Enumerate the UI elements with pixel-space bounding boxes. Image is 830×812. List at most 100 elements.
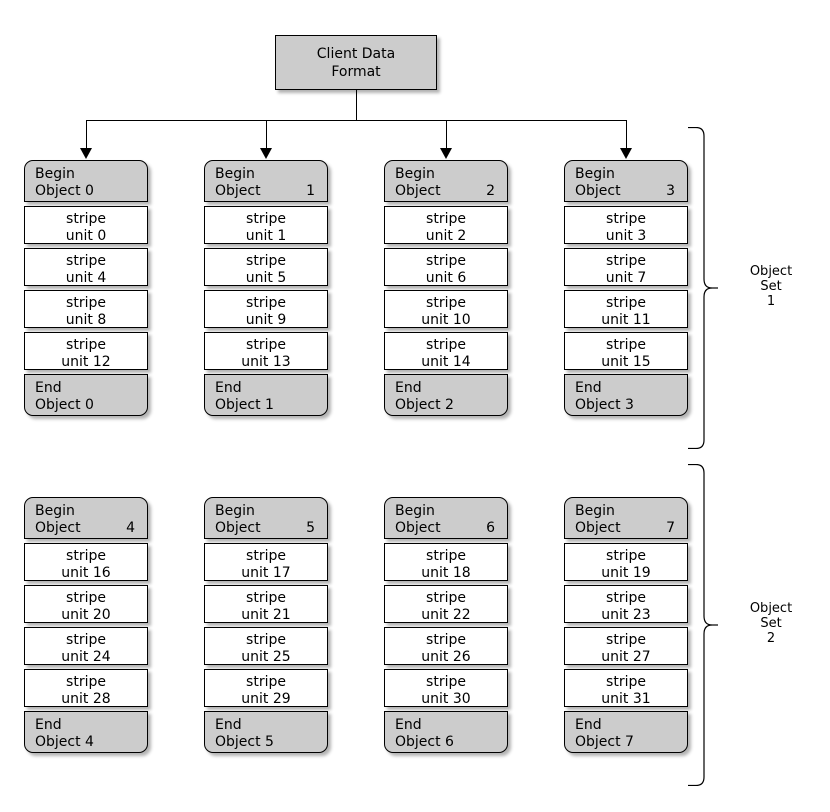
stripe-unit-box: stripe unit 21 bbox=[204, 585, 328, 623]
begin-object-line2: Object 7 bbox=[575, 520, 679, 537]
begin-object-word: Object bbox=[215, 183, 261, 199]
stripe-unit-box: stripe unit 20 bbox=[24, 585, 148, 623]
begin-object-line1: Begin bbox=[395, 503, 435, 519]
connector-drop-3 bbox=[626, 120, 627, 149]
begin-object-line2: Object 5 bbox=[215, 520, 319, 537]
stripe-unit-box: stripe unit 29 bbox=[204, 669, 328, 707]
begin-object-line2: Object 3 bbox=[575, 183, 679, 200]
stripe-unit-box: stripe unit 4 bbox=[24, 248, 148, 286]
begin-object-line1: Begin bbox=[215, 503, 255, 519]
begin-object-line1: Begin bbox=[395, 166, 435, 182]
end-object-line2: Object 5 bbox=[215, 734, 274, 750]
connector-drop-1 bbox=[266, 120, 267, 149]
connector-arrow-0 bbox=[80, 148, 92, 159]
begin-object-line1: Begin bbox=[575, 166, 615, 182]
begin-object-line1: Begin bbox=[575, 503, 615, 519]
begin-object-word: Object bbox=[575, 183, 621, 199]
stripe-unit-box: stripe unit 7 bbox=[564, 248, 688, 286]
end-object-line2: Object 6 bbox=[395, 734, 454, 750]
stripe-unit-box: stripe unit 3 bbox=[564, 206, 688, 244]
begin-object-index: 3 bbox=[666, 183, 675, 199]
stripe-unit-box: stripe unit 28 bbox=[24, 669, 148, 707]
begin-object-index: 1 bbox=[306, 183, 315, 199]
end-object-line2: Object 0 bbox=[35, 397, 94, 413]
stripe-unit-box: stripe unit 25 bbox=[204, 627, 328, 665]
stripe-unit-box: stripe unit 14 bbox=[384, 332, 508, 370]
end-object-line1: End bbox=[35, 717, 62, 733]
end-object-line1: End bbox=[215, 380, 242, 396]
object-set-brace bbox=[686, 464, 718, 786]
stripe-unit-box: stripe unit 22 bbox=[384, 585, 508, 623]
connector-stem bbox=[356, 90, 357, 120]
connector-arrow-3 bbox=[620, 148, 632, 159]
connector-arrow-2 bbox=[440, 148, 452, 159]
connector-drop-2 bbox=[446, 120, 447, 149]
stripe-unit-box: stripe unit 2 bbox=[384, 206, 508, 244]
begin-object-line2: Object 4 bbox=[35, 520, 139, 537]
stripe-unit-box: stripe unit 23 bbox=[564, 585, 688, 623]
stripe-unit-box: stripe unit 19 bbox=[564, 543, 688, 581]
stripe-unit-box: stripe unit 27 bbox=[564, 627, 688, 665]
begin-object-word: Object bbox=[35, 520, 81, 536]
end-object-line1: End bbox=[215, 717, 242, 733]
object-set-label: Object Set 2 bbox=[749, 601, 793, 646]
begin-object-index: 6 bbox=[486, 520, 495, 536]
end-object-line2: Object 1 bbox=[215, 397, 274, 413]
stripe-unit-box: stripe unit 24 bbox=[24, 627, 148, 665]
connector-bus bbox=[86, 120, 626, 121]
stripe-unit-box: stripe unit 26 bbox=[384, 627, 508, 665]
end-object-line1: End bbox=[575, 380, 602, 396]
begin-object-line1: Begin bbox=[35, 166, 75, 182]
begin-object-index: 7 bbox=[666, 520, 675, 536]
stripe-unit-box: stripe unit 13 bbox=[204, 332, 328, 370]
connector-drop-0 bbox=[86, 120, 87, 149]
stripe-unit-box: stripe unit 1 bbox=[204, 206, 328, 244]
begin-object-line1: Begin bbox=[215, 166, 255, 182]
end-object-line2: Object 3 bbox=[575, 397, 634, 413]
stripe-unit-box: stripe unit 17 bbox=[204, 543, 328, 581]
end-object-line2: Object 4 bbox=[35, 734, 94, 750]
begin-object-line2: Object 1 bbox=[215, 183, 319, 200]
begin-object-word: Object bbox=[575, 520, 621, 536]
begin-object-line2: Object 6 bbox=[395, 520, 499, 537]
begin-object-index: 4 bbox=[126, 520, 135, 536]
begin-object-word: Object bbox=[395, 183, 441, 199]
stripe-unit-box: stripe unit 11 bbox=[564, 290, 688, 328]
begin-object-index: 5 bbox=[306, 520, 315, 536]
stripe-unit-box: stripe unit 31 bbox=[564, 669, 688, 707]
end-object-line1: End bbox=[35, 380, 62, 396]
end-object-line2: Object 7 bbox=[575, 734, 634, 750]
begin-object-word: Object bbox=[215, 520, 261, 536]
stripe-unit-box: stripe unit 8 bbox=[24, 290, 148, 328]
stripe-unit-box: stripe unit 9 bbox=[204, 290, 328, 328]
stripe-unit-box: stripe unit 30 bbox=[384, 669, 508, 707]
object-set-brace bbox=[686, 127, 718, 449]
stripe-unit-box: stripe unit 0 bbox=[24, 206, 148, 244]
begin-object-line1: Begin bbox=[35, 503, 75, 519]
end-object-line1: End bbox=[575, 717, 602, 733]
stripe-unit-box: stripe unit 16 bbox=[24, 543, 148, 581]
stripe-unit-box: stripe unit 10 bbox=[384, 290, 508, 328]
connector-arrow-1 bbox=[260, 148, 272, 159]
stripe-unit-box: stripe unit 5 bbox=[204, 248, 328, 286]
page-title: Client Data Format bbox=[275, 35, 437, 90]
end-object-line1: End bbox=[395, 717, 422, 733]
begin-object-word: Object bbox=[395, 520, 441, 536]
stripe-unit-box: stripe unit 15 bbox=[564, 332, 688, 370]
end-object-line2: Object 2 bbox=[395, 397, 454, 413]
stripe-unit-box: stripe unit 12 bbox=[24, 332, 148, 370]
begin-object-line2: Object 0 bbox=[35, 183, 94, 199]
